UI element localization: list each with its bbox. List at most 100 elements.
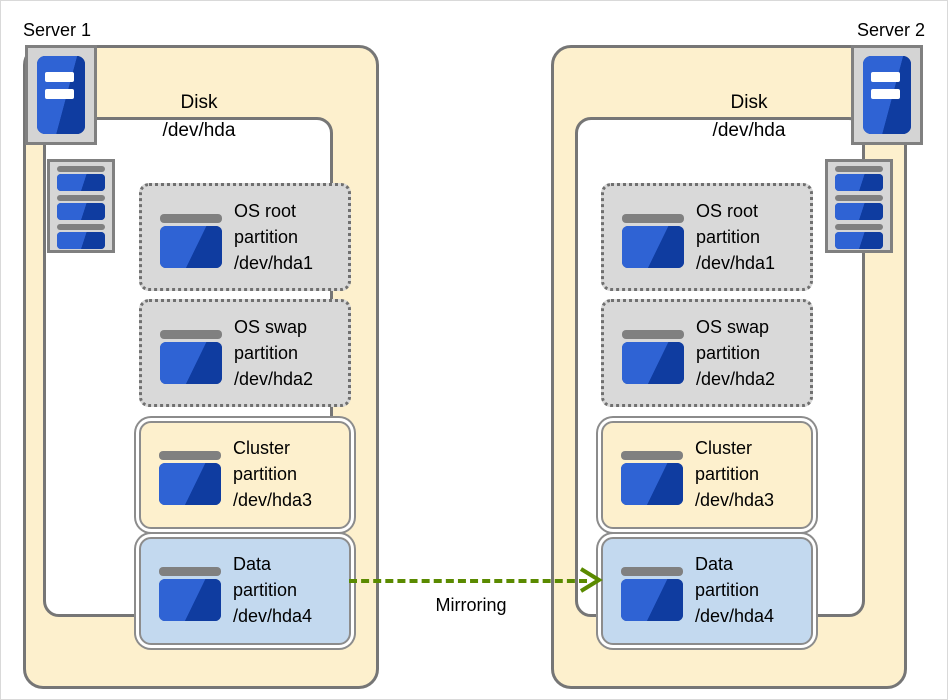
server-machine-icon-body bbox=[37, 56, 85, 134]
server-machine-icon-bar-bottom bbox=[870, 88, 901, 99]
disk-stack-icon bbox=[825, 159, 893, 253]
disk-title-2-line2: /dev/hda bbox=[712, 119, 786, 141]
partition-disk-icon-cap bbox=[160, 330, 222, 339]
partition-disk-icon bbox=[622, 214, 684, 268]
server-machine-icon bbox=[25, 45, 97, 145]
partition-disk-icon-sheen bbox=[622, 342, 684, 384]
partition-label-device: /dev/hda1 bbox=[234, 253, 314, 274]
partition-label-line1: Data bbox=[233, 554, 272, 574]
disk-title-1-line1: Disk bbox=[180, 92, 218, 113]
partition-disk-icon bbox=[159, 451, 221, 505]
disk-title-2-line1: Disk bbox=[730, 92, 768, 113]
mirroring-dashed-line bbox=[349, 579, 587, 583]
partition-disk-icon-plate bbox=[621, 579, 683, 621]
partition-disk-icon bbox=[621, 567, 683, 621]
mirroring-label: Mirroring bbox=[435, 595, 507, 615]
partition-disk-icon-sheen bbox=[160, 226, 222, 268]
partition-card-os-root-2: OS root partition /dev/hda1 bbox=[601, 183, 813, 291]
partition-disk-icon bbox=[159, 567, 221, 621]
partition-label: Data partition /dev/hda4 bbox=[233, 551, 343, 629]
partition-disk-icon-sheen bbox=[159, 463, 221, 505]
partition-card-os-swap-2: OS swap partition /dev/hda2 bbox=[601, 299, 813, 407]
server-machine-icon bbox=[851, 45, 923, 145]
partition-label-line2: partition bbox=[233, 464, 298, 485]
partition-disk-icon bbox=[160, 214, 222, 268]
disk-stack-icon-plate bbox=[57, 203, 105, 220]
partition-disk-icon-plate bbox=[160, 226, 222, 268]
partition-disk-icon-sheen bbox=[159, 579, 221, 621]
partition-disk-icon-plate bbox=[160, 342, 222, 384]
disk-stack-icon-sheen bbox=[57, 174, 105, 191]
partition-disk-icon bbox=[621, 451, 683, 505]
partition-label: OS root partition /dev/hda1 bbox=[234, 198, 342, 276]
partition-disk-icon-plate bbox=[621, 463, 683, 505]
partition-label-device: /dev/hda3 bbox=[233, 490, 313, 511]
partition-disk-icon-sheen bbox=[621, 463, 683, 505]
disk-stack-icon-cap bbox=[835, 195, 883, 201]
disk-stack-icon-plate bbox=[57, 174, 105, 191]
server-machine-icon-bar-bottom bbox=[44, 88, 75, 99]
disk-stack-icon-plate bbox=[835, 232, 883, 249]
partition-disk-icon bbox=[622, 330, 684, 384]
disk-title-2: Disk /dev/hda bbox=[649, 89, 849, 144]
disk-stack-icon-unit bbox=[57, 195, 105, 221]
disk-stack-icon-plate bbox=[835, 174, 883, 191]
disk-stack-icon-unit bbox=[57, 224, 105, 250]
disk-stack-icon-sheen bbox=[57, 232, 105, 249]
mirroring-arrow-icon bbox=[579, 567, 603, 593]
partition-disk-icon-cap bbox=[159, 567, 221, 576]
server-machine-icon-bar-top bbox=[870, 71, 901, 82]
partition-disk-icon-plate bbox=[159, 463, 221, 505]
partition-disk-icon-cap bbox=[159, 451, 221, 460]
disk-stack-icon-plate bbox=[835, 203, 883, 220]
disk-stack-icon-sheen bbox=[57, 203, 105, 220]
partition-disk-icon-cap bbox=[621, 567, 683, 576]
partition-label-line1: Cluster bbox=[695, 438, 753, 458]
partition-label-line2: partition bbox=[234, 227, 299, 248]
server-machine-icon-body bbox=[863, 56, 911, 134]
partition-disk-icon-cap bbox=[622, 330, 684, 339]
partition-card-os-root-1: OS root partition /dev/hda1 bbox=[139, 183, 351, 291]
partition-label-line2: partition bbox=[696, 227, 761, 248]
disk-stack-icon-cap bbox=[835, 166, 883, 172]
partition-label-line1: Cluster bbox=[233, 438, 291, 458]
partition-label-line2: partition bbox=[696, 343, 761, 364]
partition-card-data-2: Data partition /dev/hda4 bbox=[601, 537, 813, 645]
partition-disk-icon-plate bbox=[622, 226, 684, 268]
partition-label: Cluster partition /dev/hda3 bbox=[233, 435, 343, 513]
partition-label-device: /dev/hda3 bbox=[695, 490, 775, 511]
partition-label-line1: OS root bbox=[234, 201, 297, 221]
partition-label: OS root partition /dev/hda1 bbox=[696, 198, 804, 276]
disk-stack-icon-sheen bbox=[835, 232, 883, 249]
partition-disk-icon-plate bbox=[159, 579, 221, 621]
partition-label-line1: OS swap bbox=[696, 317, 770, 337]
partition-disk-icon-sheen bbox=[622, 226, 684, 268]
partition-card-cluster-2: Cluster partition /dev/hda3 bbox=[601, 421, 813, 529]
partition-label-device: /dev/hda2 bbox=[234, 369, 314, 390]
partition-disk-icon-cap bbox=[160, 214, 222, 223]
partition-disk-icon-cap bbox=[621, 451, 683, 460]
partition-card-cluster-1: Cluster partition /dev/hda3 bbox=[139, 421, 351, 529]
disk-stack-icon-unit bbox=[835, 195, 883, 221]
partition-disk-icon bbox=[160, 330, 222, 384]
disk-stack-icon-unit bbox=[57, 166, 105, 192]
partition-card-data-1: Data partition /dev/hda4 bbox=[139, 537, 351, 645]
disk-stack-icon-unit bbox=[835, 166, 883, 192]
server-label-2: Server 2 bbox=[856, 20, 925, 40]
disk-title-1-line2: /dev/hda bbox=[162, 119, 236, 141]
server-machine-icon-bar-top bbox=[44, 71, 75, 82]
partition-label: Cluster partition /dev/hda3 bbox=[695, 435, 805, 513]
disk-stack-icon-cap bbox=[57, 224, 105, 230]
partition-label-line1: OS swap bbox=[234, 317, 308, 337]
partition-label: OS swap partition /dev/hda2 bbox=[234, 314, 342, 392]
disk-stack-icon-cap bbox=[835, 224, 883, 230]
partition-label-device: /dev/hda4 bbox=[233, 606, 313, 627]
partition-label-line2: partition bbox=[233, 580, 298, 601]
disk-stack-icon-sheen bbox=[835, 203, 883, 220]
partition-disk-icon-sheen bbox=[160, 342, 222, 384]
partition-label-line2: partition bbox=[234, 343, 299, 364]
partition-disk-icon-plate bbox=[622, 342, 684, 384]
disk-stack-icon bbox=[47, 159, 115, 253]
partition-label: Data partition /dev/hda4 bbox=[695, 551, 805, 629]
